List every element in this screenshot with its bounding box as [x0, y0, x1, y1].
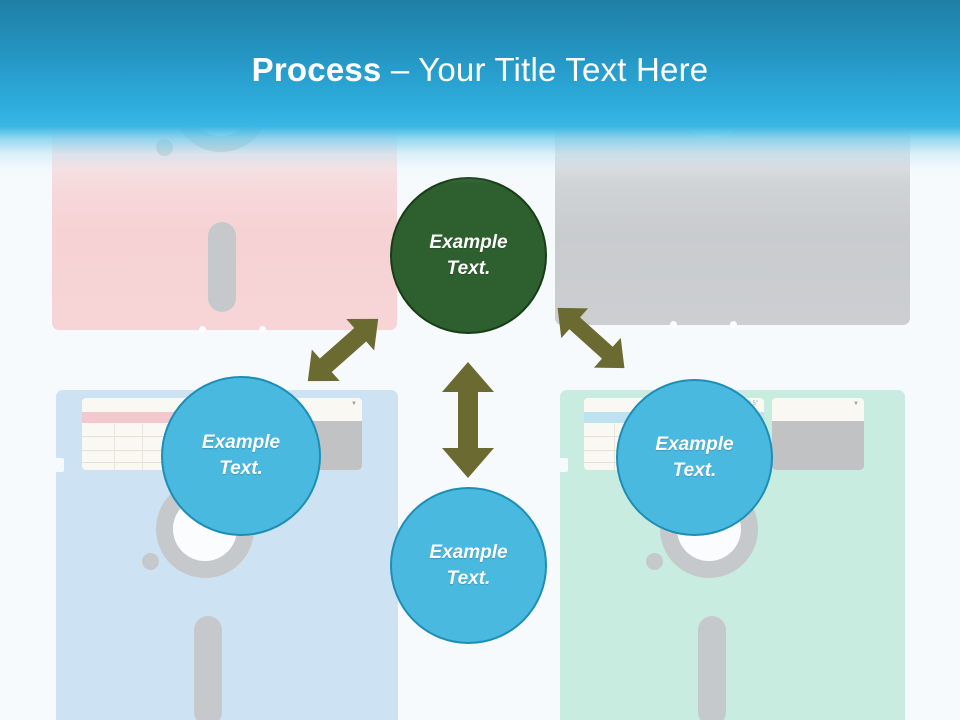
- floppy-label-column-rule: [114, 424, 115, 470]
- page-title-rest: – Your Title Text Here: [381, 51, 709, 88]
- node-right[interactable]: Example Text.: [616, 379, 773, 536]
- floppy-shutter-slot: [698, 616, 726, 720]
- floppy-edge-notch: [670, 321, 677, 328]
- floppy-index-hole: [646, 553, 663, 570]
- node-right-label-line2: Text.: [672, 459, 717, 481]
- floppy-disk-pink-image: [52, 56, 397, 333]
- node-center-top[interactable]: Example Text.: [390, 177, 547, 334]
- connector-left-arrow: [307, 318, 379, 382]
- connector-vertical-arrow: [442, 362, 494, 478]
- floppy-label-column-rule: [142, 424, 143, 470]
- floppy-shutter-slot: [194, 616, 222, 720]
- floppy-disk-grey-image: [555, 64, 910, 328]
- floppy-index-hole: [142, 553, 159, 570]
- page-title: Process – Your Title Text Here: [0, 50, 960, 90]
- node-left-label-line2: Text.: [219, 458, 263, 479]
- floppy-write-protect-notch: [54, 458, 64, 472]
- node-bottom[interactable]: Example Text.: [390, 487, 547, 644]
- floppy-index-hole: [156, 139, 173, 156]
- node-right-label-line1: Example: [655, 433, 734, 455]
- node-bottom-label-line1: Example: [429, 541, 508, 563]
- floppy-label-secondary: ▼: [772, 398, 864, 470]
- floppy-edge-notch: [199, 326, 206, 333]
- floppy-shutter-slot: [208, 222, 236, 312]
- connector-right-arrow: [557, 307, 625, 369]
- node-center-top-label-line2: Text.: [446, 257, 491, 279]
- node-bottom-label: Example Text.: [415, 540, 521, 592]
- node-center-top-label: Example Text.: [415, 230, 521, 282]
- floppy-label-mark-text: ▼: [853, 401, 859, 407]
- floppy-edge-notch: [730, 321, 737, 328]
- node-left[interactable]: Example Text.: [161, 376, 321, 536]
- node-center-top-label-line1: Example: [429, 231, 508, 253]
- node-right-label: Example Text.: [641, 432, 747, 484]
- floppy-write-protect-notch: [558, 458, 568, 472]
- node-bottom-label-line2: Text.: [446, 567, 491, 589]
- page-title-bold: Process: [251, 51, 382, 88]
- floppy-label-grey-block: [772, 421, 864, 470]
- floppy-label-mark-text: ▼: [351, 401, 357, 407]
- node-left-label: Example Text.: [188, 430, 294, 482]
- floppy-label-column-rule: [614, 424, 615, 470]
- title-banner: [0, 0, 960, 126]
- node-left-label-line1: Example: [201, 432, 281, 453]
- floppy-edge-notch: [259, 326, 266, 333]
